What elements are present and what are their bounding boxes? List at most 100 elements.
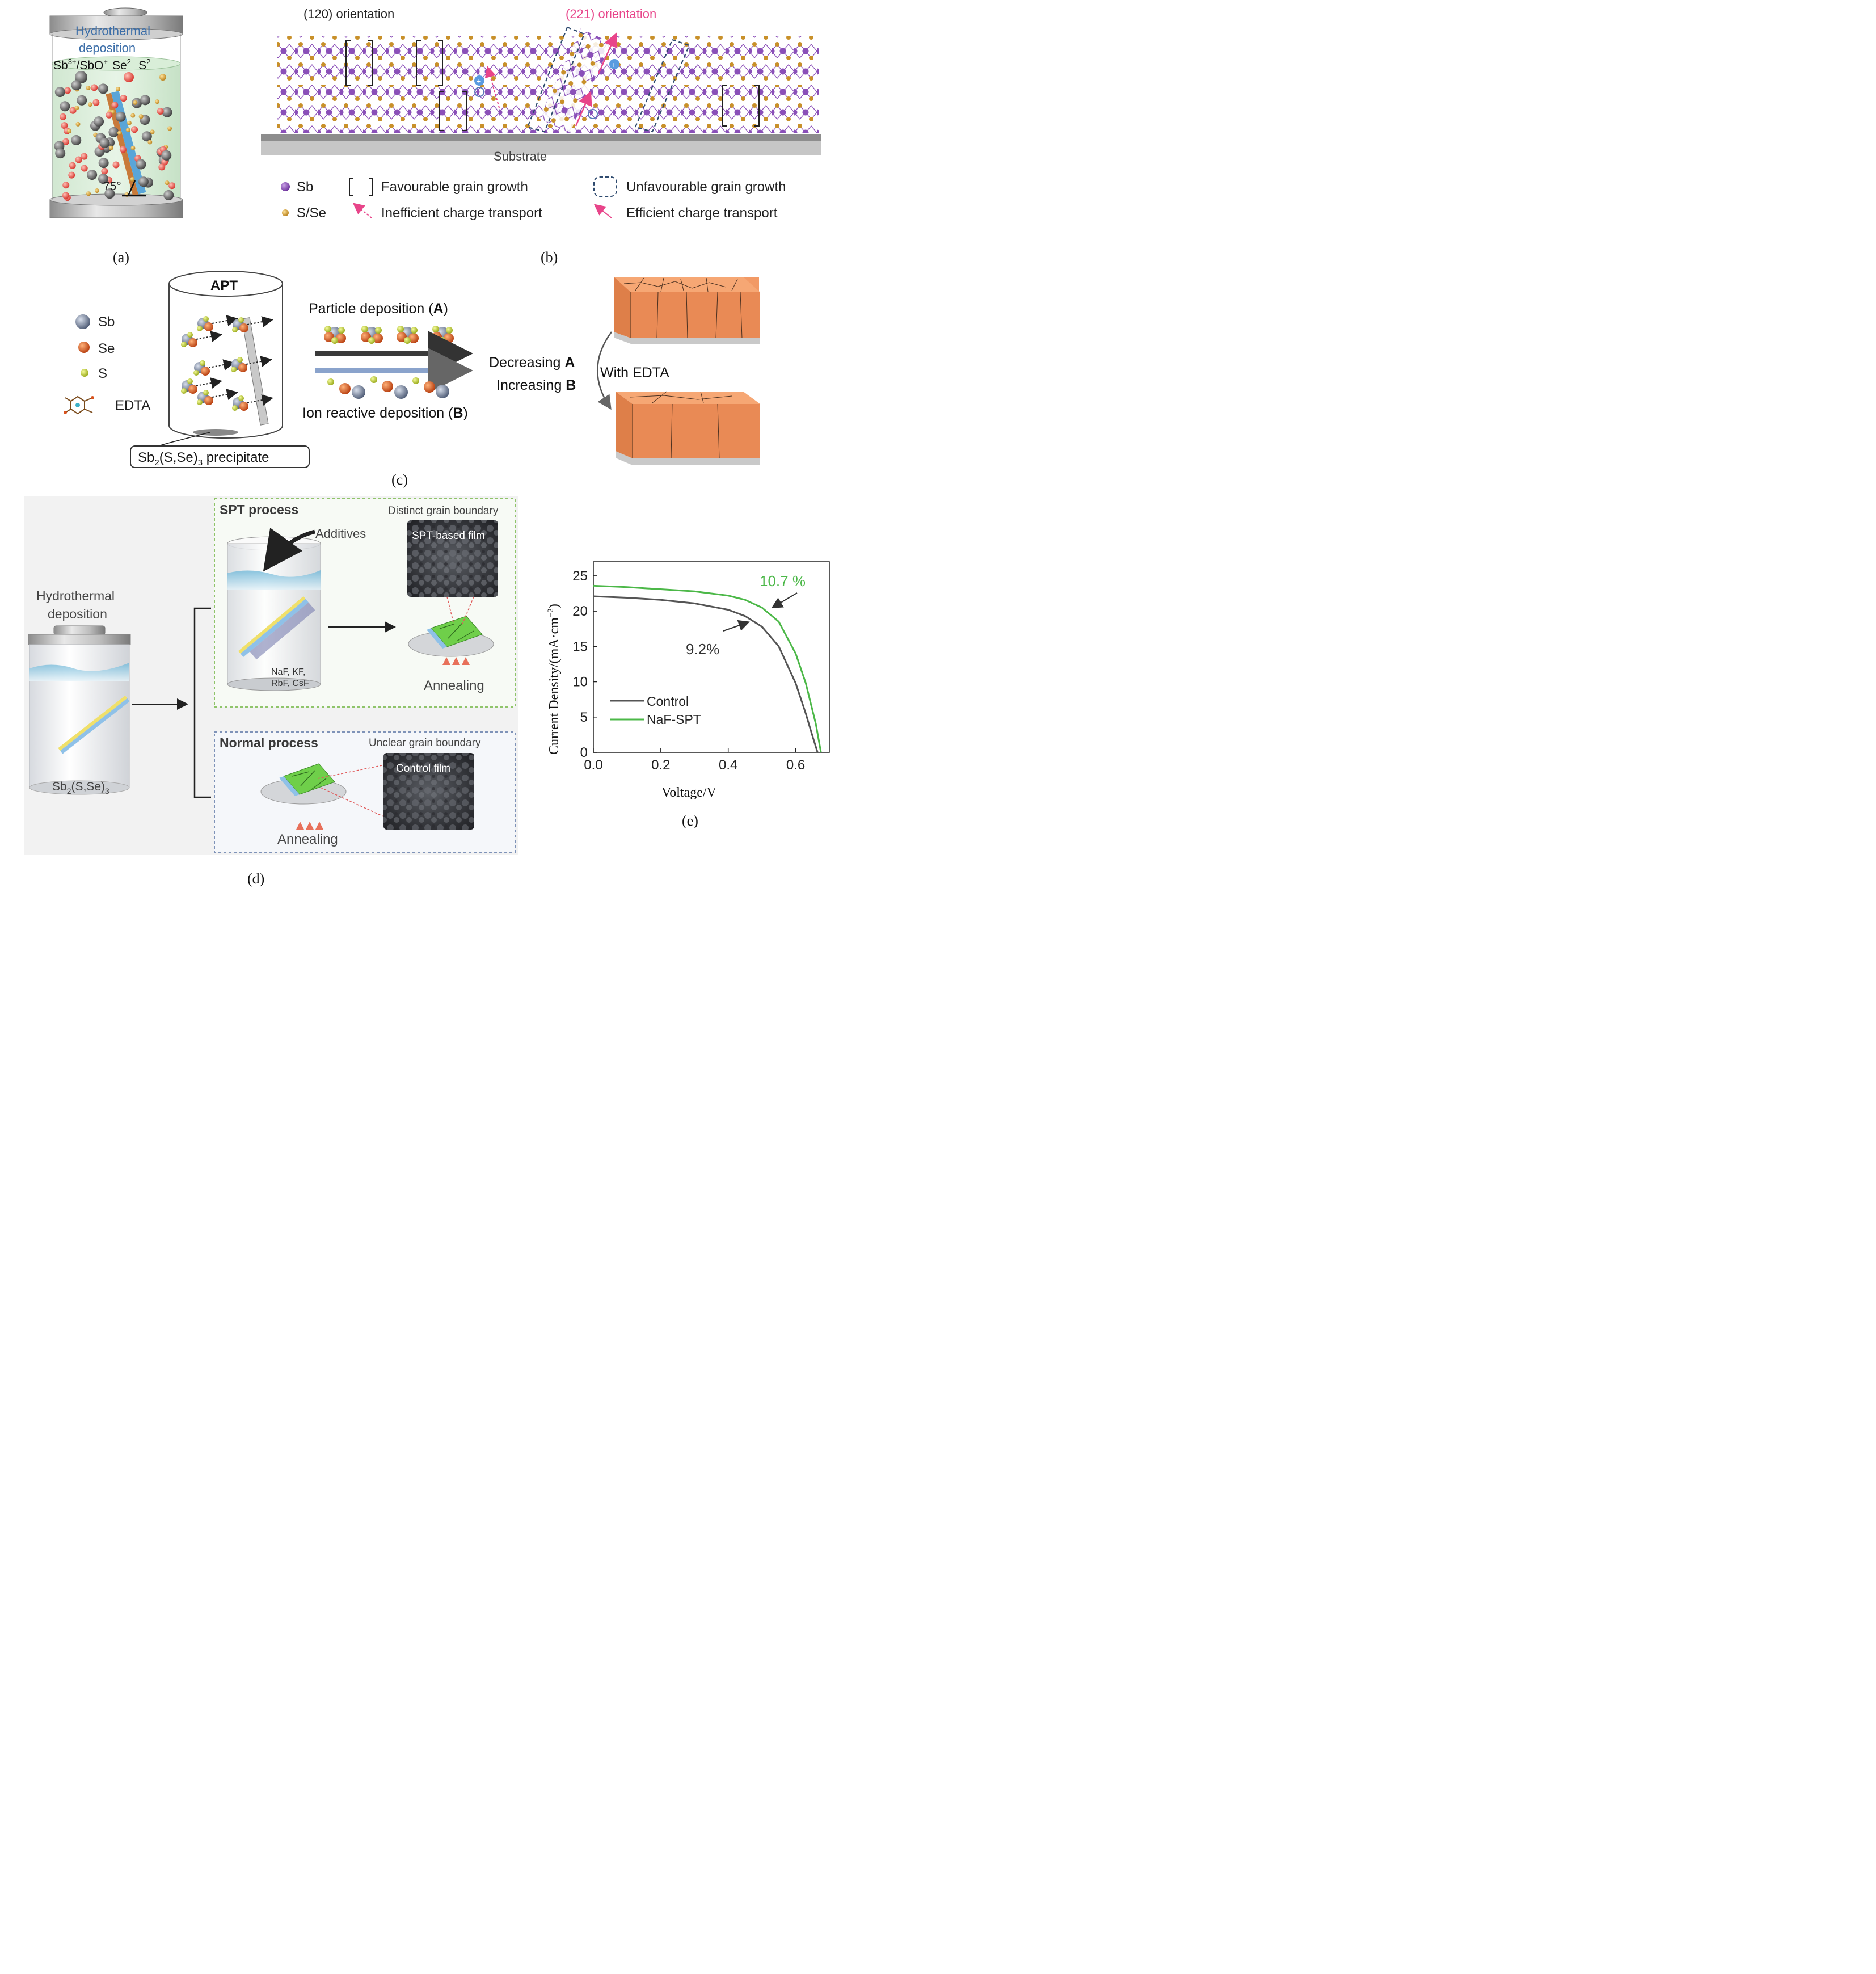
ion-particle	[117, 131, 122, 136]
spt-film-label: SPT-based film	[412, 530, 485, 542]
ion-particle	[77, 95, 87, 106]
cluster-s-atom	[238, 317, 244, 323]
flame-icon-top	[442, 657, 470, 665]
ion-particle	[104, 188, 115, 199]
cluster-s-atom	[238, 395, 244, 401]
ion-particle	[59, 113, 66, 120]
ion-particle	[130, 126, 138, 133]
cluster-s-atom	[197, 399, 203, 405]
cluster-s-atom	[181, 388, 187, 394]
legend-c-se-label: Se	[98, 341, 115, 356]
ion-particle	[87, 102, 92, 107]
y-tick-label: 20	[572, 604, 588, 619]
x-tick-label: 0.2	[651, 757, 670, 773]
plot-frame	[593, 561, 830, 753]
annealing-bottom-label: Annealing	[277, 832, 338, 847]
ion-particle	[68, 171, 75, 179]
ion-particle	[120, 95, 127, 102]
s-ion-marker	[159, 74, 166, 81]
cluster-s-atom	[338, 327, 345, 334]
x-axis-label: Voltage/V	[661, 785, 717, 800]
cluster-s-atom	[181, 342, 187, 347]
cluster-se-atom	[188, 338, 197, 347]
ion-particle	[157, 107, 164, 115]
particle-clusters	[324, 326, 454, 344]
cluster-s-atom	[397, 326, 404, 332]
precipitate-label: Sb2(S,Se)3 precipitate	[138, 450, 269, 468]
ion-particle	[92, 99, 100, 106]
ion-particle	[98, 158, 109, 169]
y-tick-label: 25	[572, 569, 588, 584]
distinct-boundary-label: Distinct grain boundary	[388, 505, 499, 517]
ion-se-charge: 2–	[127, 57, 136, 66]
ion-particle	[86, 191, 91, 196]
annotation-control-efficiency: 9.2%	[686, 641, 719, 658]
ion-particle	[81, 153, 88, 160]
ion-particle	[115, 111, 126, 122]
cluster-se-atom	[336, 333, 346, 343]
cluster-se-atom	[239, 402, 248, 411]
ion-s-atom	[412, 377, 419, 384]
ion-particle	[81, 165, 88, 172]
deposition-arrow	[196, 331, 222, 342]
cluster-s-atom	[187, 332, 193, 338]
y-tick-label: 5	[580, 710, 588, 725]
ion-particle	[116, 87, 121, 92]
ion-particle	[62, 138, 70, 145]
ion-particle	[101, 167, 108, 175]
charge-transport-arrows: + +	[474, 32, 619, 127]
legend-b: Sb S/Se Favourable grain growth Ineffici…	[281, 176, 786, 221]
ion-sb-atom	[394, 385, 408, 399]
y-axis-label: Current Density/(mA·cm−2)	[546, 604, 562, 755]
svg-text:+: +	[477, 77, 481, 86]
x-tick-label: 0.6	[786, 757, 805, 773]
x-tick-label: 0.4	[719, 757, 737, 773]
deposition-arrow	[247, 394, 273, 406]
svg-text:+: +	[612, 60, 616, 69]
hydrothermal-title-line1: Hydrothermal	[75, 24, 150, 38]
ion-s: S	[138, 59, 146, 72]
legend-control-label: Control	[647, 694, 689, 709]
x-ticks: 0.0 0.2 0.4 0.6	[584, 748, 805, 773]
hydrothermal-title-line2: deposition	[79, 41, 136, 55]
hydrothermal-label-line2: deposition	[48, 607, 107, 621]
ion-particle	[140, 95, 151, 106]
ion-particle	[67, 128, 72, 133]
cluster-se-atom	[188, 385, 197, 394]
ion-particle	[163, 190, 174, 200]
control-sem-image	[383, 753, 474, 830]
ion-particle	[167, 126, 172, 131]
unfavourable-grain-outlines	[526, 26, 690, 133]
figure-canvas: Hydrothermal deposition Sb3+/SbO+Se2–S2–…	[24, 7, 830, 887]
ion-s-charge: 2–	[146, 57, 155, 66]
cluster-s-atom	[446, 327, 453, 334]
panel-b: (120) orientation (221) orientation + +	[261, 7, 821, 266]
ion-sb-charge: 3+	[68, 57, 77, 66]
ion-sb-atom	[436, 385, 449, 398]
legend-inefficient-icon	[352, 203, 372, 218]
ion-sbo-charge: +	[103, 57, 108, 66]
ion-particle	[161, 150, 172, 161]
angle-marker	[122, 180, 146, 197]
ion-particle	[69, 162, 76, 169]
legend-efficient-icon	[593, 204, 612, 218]
cluster-s-atom	[324, 326, 331, 332]
annotation-control-arrow	[723, 620, 750, 632]
ion-particle	[62, 182, 70, 189]
legend-inefficient-label: Inefficient charge transport	[381, 205, 542, 221]
y-tick-label: 0	[580, 745, 588, 760]
legend-nafspt-label: NaF-SPT	[647, 712, 701, 727]
vessel-material-label: Sb2(S,Se)3	[52, 780, 109, 796]
additives-label: Additives	[315, 527, 366, 541]
ion-particle	[141, 131, 152, 142]
legend-sse-marker	[282, 209, 289, 216]
cluster-s-atom	[331, 337, 338, 344]
ion-particle	[165, 180, 170, 186]
ion-particle	[94, 116, 104, 127]
ion-se-atom	[382, 381, 393, 392]
x-tick-label: 0.0	[584, 757, 602, 773]
ion-particle	[98, 83, 108, 94]
cluster-se-atom	[373, 333, 383, 343]
ion-row	[327, 376, 449, 399]
ion-particle	[150, 129, 155, 134]
